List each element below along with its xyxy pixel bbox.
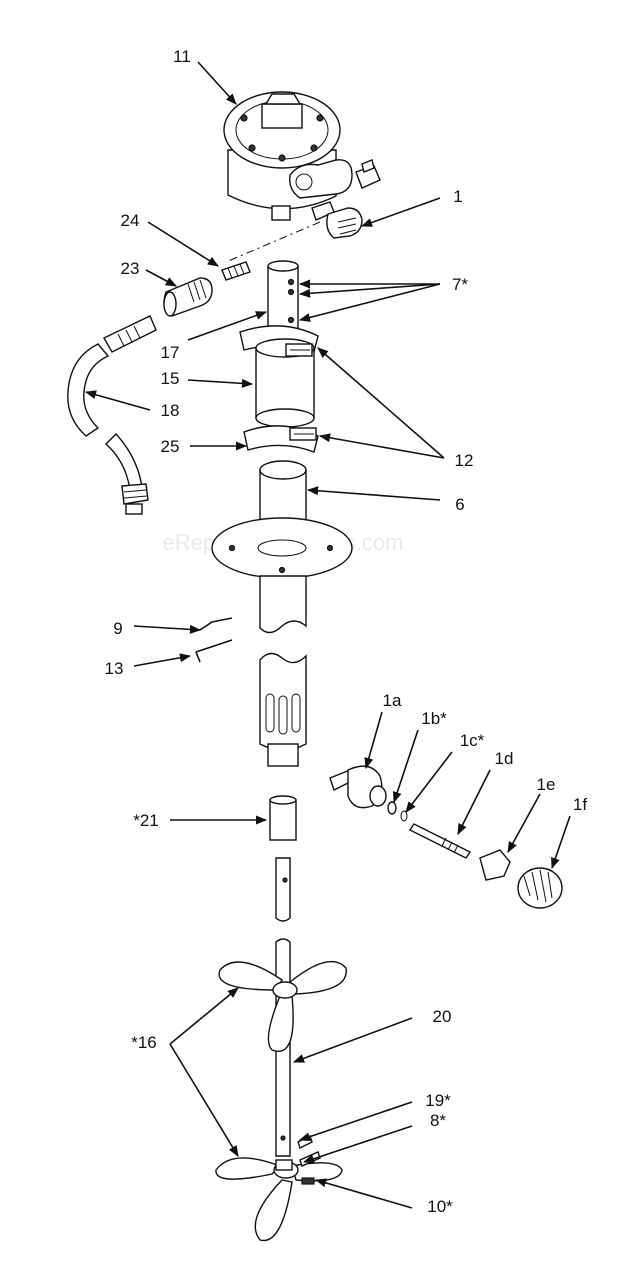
nut-part [479, 849, 511, 881]
callout-7: 7* [452, 275, 468, 294]
callout-1f: 1f [573, 795, 587, 814]
washer-part [387, 801, 397, 815]
lower-propeller-part [215, 1157, 343, 1242]
leader-lines [84, 61, 571, 1209]
air-valve-part [225, 201, 363, 263]
callout-20: 20 [433, 1007, 452, 1026]
callout-21: *21 [133, 811, 159, 830]
knob-part [517, 867, 563, 909]
callout-9: 9 [113, 619, 122, 638]
bushing-part [269, 795, 297, 841]
hose-part [67, 315, 157, 515]
callout-15: 15 [161, 369, 180, 388]
nipple-part [221, 261, 251, 281]
callout-11: 11 [173, 47, 191, 66]
callout-24: 24 [121, 211, 140, 230]
pin-parts [195, 617, 233, 663]
callout-1c: 1c* [460, 731, 485, 750]
upper-propeller-part [218, 960, 347, 1053]
callout-13: 13 [105, 659, 124, 678]
callout-1: 1 [453, 187, 462, 206]
callout-1e: 1e [537, 775, 556, 794]
callout-25: 25 [161, 437, 180, 456]
valve-body-part [329, 765, 387, 809]
callout-1d: 1d [495, 749, 514, 768]
callout-16: *16 [131, 1033, 157, 1052]
callout-1a: 1a [383, 691, 402, 710]
callout-17: 17 [161, 343, 180, 362]
callout-18: 18 [161, 401, 180, 420]
mount-tube-part [211, 460, 353, 767]
o-ring-part [400, 810, 408, 822]
callout-6: 6 [455, 495, 464, 514]
coupler-part [163, 277, 213, 317]
callout-8: 8* [430, 1111, 446, 1130]
air-motor-part [223, 91, 381, 221]
callout-23: 23 [121, 259, 140, 278]
callout-19: 19* [425, 1091, 451, 1110]
stem-part [408, 823, 472, 859]
callout-1b: 1b* [421, 709, 447, 728]
coupling-part [239, 325, 319, 453]
callout-12: 12 [455, 451, 474, 470]
callout-10: 10* [427, 1197, 453, 1216]
callout-labels: 11 1 24 23 7* 17 15 18 25 12 6 9 13 1a 1… [105, 47, 588, 1216]
